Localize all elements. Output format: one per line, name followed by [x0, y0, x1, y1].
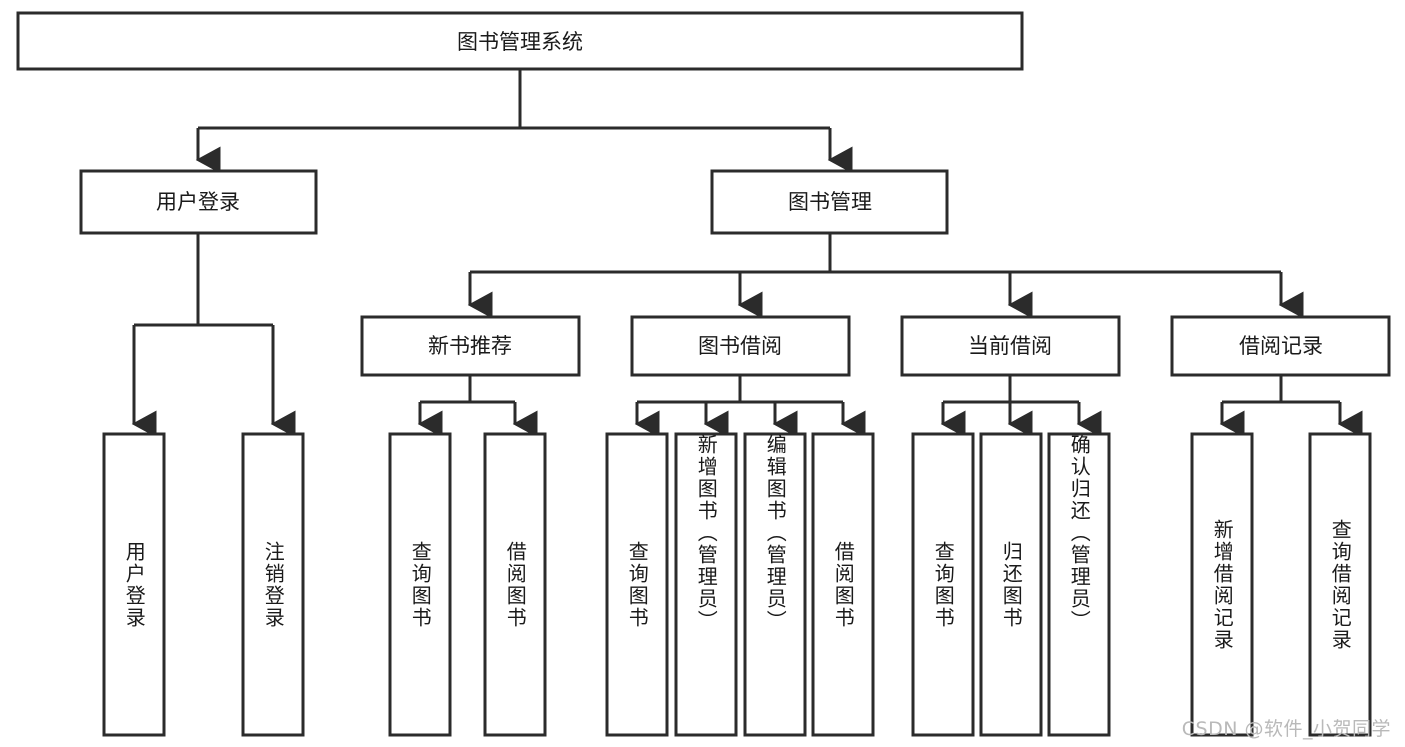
leaf-box-logout[interactable] — [241, 432, 305, 737]
node-root-system[interactable]: 图书管理系统 — [16, 11, 1024, 71]
connector-newbook-to-leaves — [417, 375, 538, 438]
node-book-management[interactable]: 图书管理 — [710, 169, 949, 235]
watermark-text: CSDN @软件_小贺同学 — [1181, 718, 1391, 740]
node-book-borrow-label: 图书借阅 — [698, 334, 782, 358]
leaf-box-add-record[interactable] — [1190, 432, 1254, 737]
leaf-box-borrow-book-rec[interactable] — [483, 432, 547, 737]
connector-borrow-to-leaves — [634, 375, 866, 438]
leaf-box-query-book-rec[interactable] — [388, 432, 452, 737]
leaf-box-query-record[interactable] — [1308, 432, 1372, 737]
leaf-box-query-book-borrow[interactable] — [605, 432, 669, 737]
leaf-box-query-book-current[interactable] — [911, 432, 975, 737]
leaf-box-return-book[interactable] — [979, 432, 1043, 737]
leaf-box-borrow-book[interactable] — [811, 432, 875, 737]
leaf-box-add-book-admin[interactable] — [674, 432, 738, 737]
connector-bookmgmt-to-level3 — [467, 234, 1304, 319]
node-user-login-label: 用户登录 — [156, 190, 240, 214]
node-root-system-label: 图书管理系统 — [457, 30, 583, 54]
leaf-box-user-login[interactable] — [102, 432, 166, 737]
leaf-box-edit-book-admin[interactable] — [743, 432, 807, 737]
node-book-management-label: 图书管理 — [788, 190, 872, 214]
connector-record-to-leaves — [1219, 375, 1363, 438]
leaf-box-confirm-return-admin[interactable] — [1047, 432, 1111, 737]
node-borrow-record-label: 借阅记录 — [1239, 334, 1323, 358]
node-current-borrow[interactable]: 当前借阅 — [900, 315, 1121, 377]
node-book-borrow[interactable]: 图书借阅 — [630, 315, 851, 377]
node-user-login[interactable]: 用户登录 — [79, 169, 318, 235]
node-borrow-record[interactable]: 借阅记录 — [1170, 315, 1391, 377]
leaf-boxes — [102, 432, 1372, 737]
node-new-book-recommend-label: 新书推荐 — [428, 334, 512, 358]
node-new-book-recommend[interactable]: 新书推荐 — [360, 315, 581, 377]
connector-current-to-leaves — [940, 375, 1102, 438]
node-current-borrow-label: 当前借阅 — [968, 334, 1052, 358]
connector-userlogin-to-leaves — [131, 234, 296, 438]
connector-root-to-level2 — [195, 69, 853, 174]
